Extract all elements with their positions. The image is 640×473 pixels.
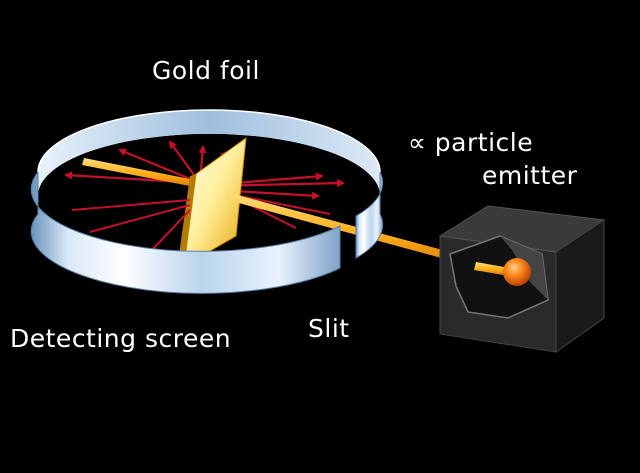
forward-scattered-rays [71, 195, 331, 253]
scattered-ray [71, 199, 191, 211]
scattered-ray [239, 195, 331, 215]
detecting-screen-right-wall [355, 171, 384, 259]
beam-behind-foil [82, 158, 200, 188]
emitter-box-side [555, 219, 605, 353]
deflected-ray [118, 148, 201, 185]
scattered-ray [89, 204, 191, 233]
label-gold-foil: Gold foil [152, 56, 260, 85]
gold-foil-edge [178, 174, 196, 266]
scattered-ray [149, 209, 191, 253]
label-slit: Slit [308, 314, 350, 343]
emitter-beam-stub [474, 262, 510, 276]
label-emitter-line1: ∝ particle [408, 128, 534, 157]
detecting-screen-rim [37, 109, 381, 173]
detecting-screen-front-wall [30, 170, 341, 294]
emitter-source-ball [503, 258, 531, 286]
label-emitter-line2: emitter [482, 161, 578, 190]
alpha-particle-source-icon [438, 205, 606, 353]
label-detecting-screen: Detecting screen [10, 324, 232, 353]
detecting-screen-inner-wall [38, 110, 380, 196]
